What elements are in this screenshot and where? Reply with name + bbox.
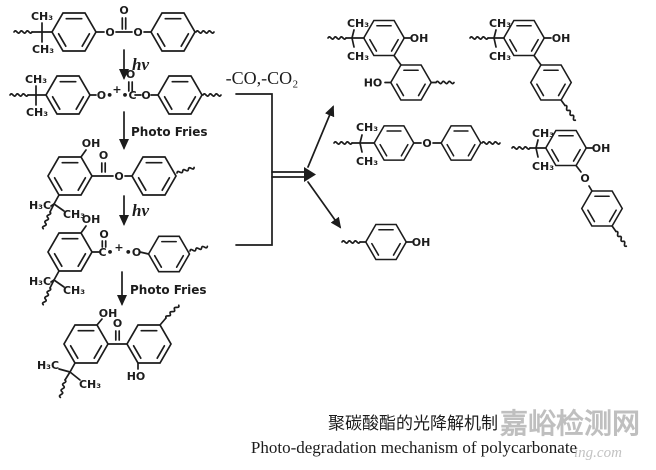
structure-hydroxybiphenyl: CH₃ CH₃ OH — [469, 17, 578, 122]
hv-label: hv — [132, 201, 149, 220]
acyl-radical-label: •C — [121, 89, 136, 102]
structure-radical-pair-1: CH₃ CH₃ O• + •C O O — [9, 68, 222, 119]
methyl-label: CH₃ — [532, 127, 554, 140]
oxygen-label: O — [114, 170, 123, 183]
hv-label: hv — [132, 55, 149, 74]
phenoxy-radical-label: O• — [97, 89, 113, 102]
methyl-label: CH₃ — [79, 378, 101, 391]
branch-arrow-down — [307, 181, 342, 229]
phenoxy-radical-label: •O — [125, 246, 141, 259]
figure-caption: 聚碳酸酯的光降解机制 Photo-degradation mechanism o… — [251, 414, 577, 457]
structure-phenoxyphenol: CH₃ CH₃ OH O — [511, 127, 629, 248]
hydroxyl-label: OH — [592, 142, 611, 155]
arrow-photo-fries-1: Photo Fries — [119, 111, 207, 150]
plus-sign: + — [112, 83, 121, 96]
methyl-label: H₃C — [29, 275, 51, 288]
hydroxyl-label: OH — [410, 32, 429, 45]
hydroxyl-label: HO — [127, 370, 146, 383]
oxygen-label: O — [99, 149, 108, 162]
oxygen-label: O — [119, 4, 128, 17]
methyl-label: CH₃ — [356, 155, 378, 168]
plus-sign: + — [114, 241, 123, 254]
oxygen-label: O — [133, 26, 142, 39]
arrow-photo-fries-2: Photo Fries — [117, 271, 206, 306]
structure-radical-pair-2: OH C• O + •O H₃C CH₃ — [29, 213, 209, 306]
methyl-label: CH₃ — [347, 17, 369, 30]
acyl-radical-label: C• — [98, 246, 113, 259]
methyl-label: CH₃ — [532, 160, 554, 173]
co-loss-connector: -CO,-CO₂ — [226, 68, 342, 246]
methyl-label: H₃C — [29, 199, 51, 212]
oxygen-label: O — [141, 89, 150, 102]
methyl-label: CH₃ — [63, 208, 85, 221]
oxygen-label: O — [113, 317, 122, 330]
methyl-label: CH₃ — [25, 73, 47, 86]
oxygen-label: O — [105, 26, 114, 39]
watermark-domain: ing.com — [574, 445, 622, 461]
methyl-label: CH₃ — [32, 43, 54, 56]
structure-polycarbonate: CH₃ CH₃ O O O — [13, 4, 215, 56]
oxygen-label: O — [126, 68, 135, 81]
methyl-label: CH₃ — [63, 284, 85, 297]
methyl-label: CH₃ — [489, 50, 511, 63]
hydroxyl-label: OH — [552, 32, 571, 45]
structure-phenyl-salicylate: OH O O H₃C CH₃ — [29, 137, 196, 230]
co-loss-label: -CO,-CO₂ — [226, 68, 299, 88]
methyl-label: CH₃ — [31, 10, 53, 23]
structure-phenol: OH — [341, 223, 431, 261]
branch-arrow-up — [307, 105, 335, 168]
oxygen-label: O — [422, 137, 431, 150]
structure-diphenyl-ether: CH₃ CH₃ O — [333, 121, 501, 168]
photo-fries-label: Photo Fries — [130, 283, 206, 297]
oxygen-label: O — [99, 228, 108, 241]
methyl-label: H₃C — [37, 359, 59, 372]
oxygen-label: O — [580, 172, 589, 185]
hydroxyl-label: OH — [82, 213, 101, 226]
watermark-site-name: 嘉峪检测网 — [500, 407, 640, 440]
hydroxyl-label: OH — [82, 137, 101, 150]
photo-fries-label: Photo Fries — [131, 125, 207, 139]
methyl-label: CH₃ — [489, 17, 511, 30]
hydroxyl-label: OH — [99, 307, 118, 320]
double-arrow-head — [304, 167, 316, 182]
methyl-label: CH₃ — [347, 50, 369, 63]
hydroxyl-label: HO — [364, 77, 383, 90]
caption-chinese: 聚碳酸酯的光降解机制 — [328, 414, 498, 434]
methyl-label: CH₃ — [26, 106, 48, 119]
methyl-label: CH₃ — [356, 121, 378, 134]
structure-dihydroxybenzophenone: OH O HO H₃C CH₃ — [37, 303, 181, 399]
structure-dihydroxybiphenyl: CH₃ CH₃ OH HO — [327, 17, 455, 101]
arrow-hv-1: hv — [119, 49, 149, 80]
caption-english: Photo-degradation mechanism of polycarbo… — [251, 438, 577, 457]
hydroxyl-label: OH — [412, 236, 431, 249]
arrow-hv-2: hv — [119, 195, 149, 226]
watermark: 嘉峪检测网 ing.com — [500, 407, 640, 461]
